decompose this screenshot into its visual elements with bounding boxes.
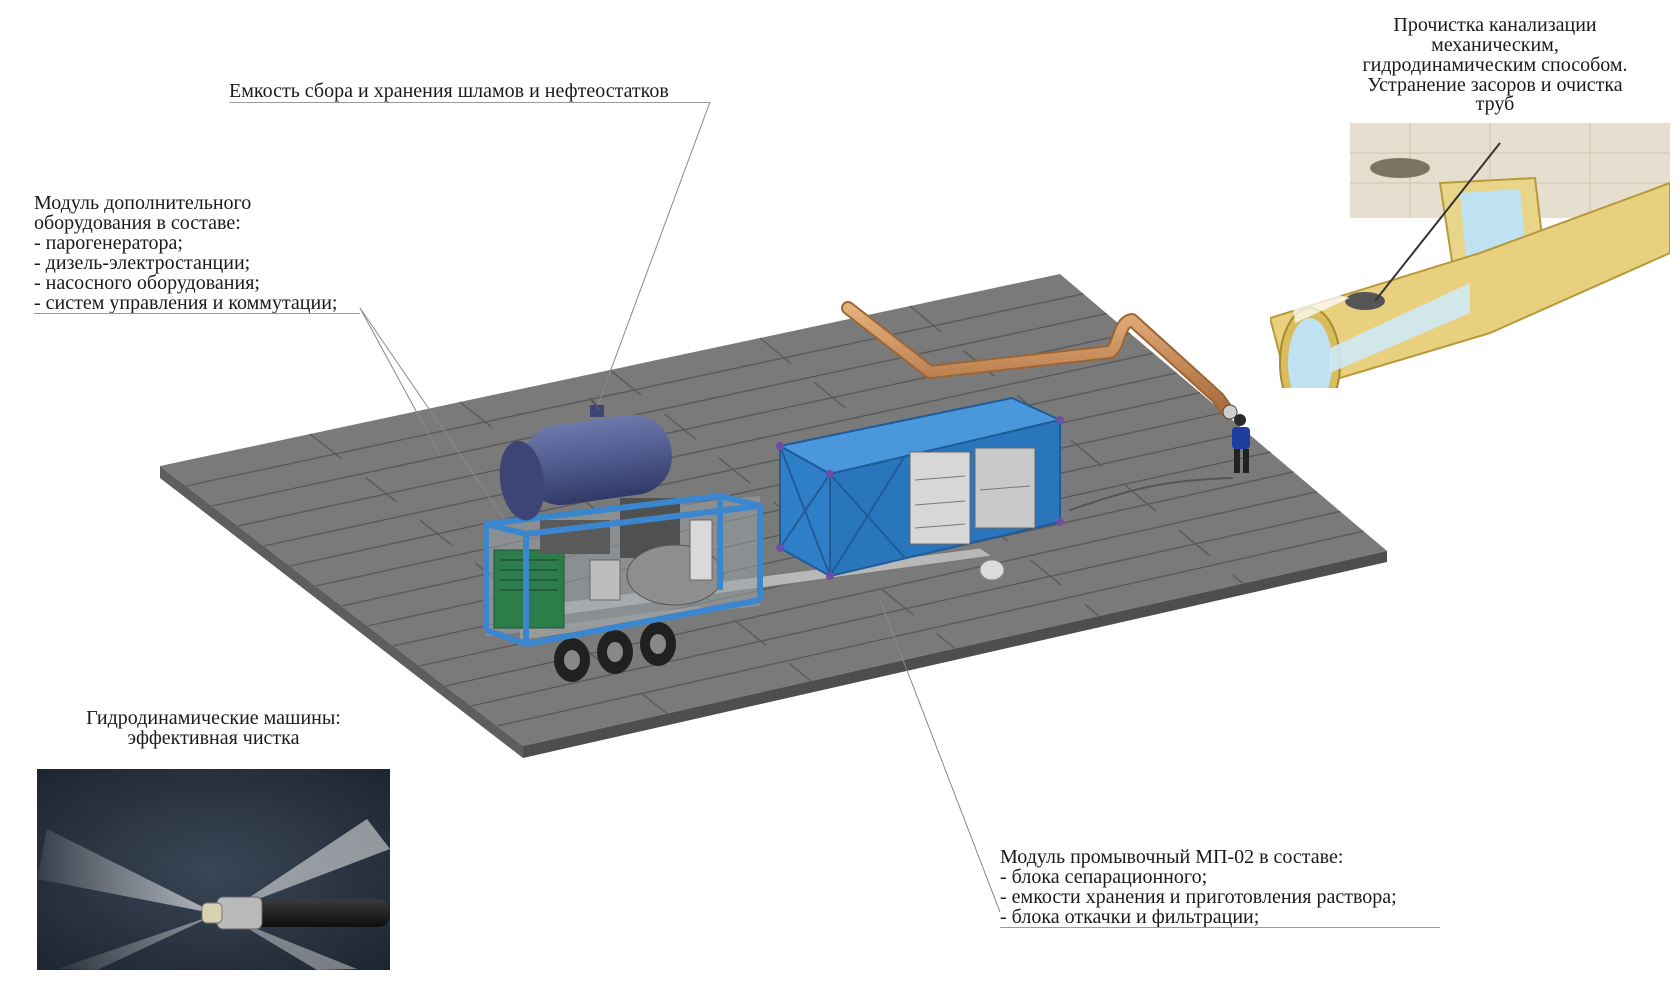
sewer-line: Устранение засоров и очистка — [1367, 74, 1623, 96]
hydro-line: Гидродинамические машины: — [86, 707, 341, 729]
underline-sludge-tank — [229, 102, 710, 103]
operator-figure — [1222, 404, 1250, 473]
washing-title: Модуль промывочный МП-02 в составе: — [1000, 846, 1344, 868]
aux-item: - систем управления и коммутации; — [34, 292, 338, 314]
leader-lines — [359, 101, 1001, 913]
aux-title-line-1: Модуль дополнительного — [34, 192, 252, 214]
platform-seam — [263, 352, 1154, 547]
sludge-tank — [499, 397, 672, 521]
platform-seam — [909, 305, 1244, 585]
sewer-cleaning-illustration — [1270, 123, 1670, 388]
wheels — [554, 559, 1005, 682]
underline-auxiliary-module — [34, 313, 360, 314]
washing-item: - блока сепарационного; — [1000, 866, 1208, 888]
washing-item: - блока откачки и фильтрации; — [1000, 906, 1260, 928]
hydro-line: эффективная чистка — [127, 727, 300, 749]
sewer-line: Прочистка канализации — [1393, 14, 1597, 36]
sewer-line: механическим, — [1431, 34, 1559, 56]
label-sewer-cleaning: Прочистка канализации механическим, гидр… — [1300, 14, 1680, 115]
label-auxiliary-module: Модуль дополнительного оборудования в со… — [34, 193, 337, 313]
underline-washing-module — [1000, 927, 1440, 928]
label-hydrodynamic-machines: Гидродинамические машины: эффективная чи… — [37, 708, 390, 748]
aux-item: - дизель-электростанции; — [34, 252, 251, 274]
washing-module-container — [776, 396, 1064, 580]
aux-item: - насосного оборудования; — [34, 272, 260, 294]
label-sludge-tank: Емкость сбора и хранения шламов и нефтео… — [229, 80, 669, 102]
platform-seam — [211, 312, 1107, 507]
washing-item: - емкости хранения и приготовления раств… — [1000, 886, 1397, 908]
hydrodynamic-nozzle-photo — [37, 769, 390, 970]
sewer-line: труб — [1475, 93, 1515, 115]
hose-arm — [841, 301, 1235, 511]
aux-item: - парогенератора; — [34, 232, 183, 254]
aux-title-line-2: оборудования в составе: — [34, 212, 241, 234]
auxiliary-module — [483, 493, 763, 647]
sewer-line: гидродинамическим способом. — [1362, 54, 1628, 76]
platform — [160, 274, 1387, 758]
label-washing-module: Модуль промывочный МП-02 в составе: - бл… — [1000, 847, 1397, 927]
